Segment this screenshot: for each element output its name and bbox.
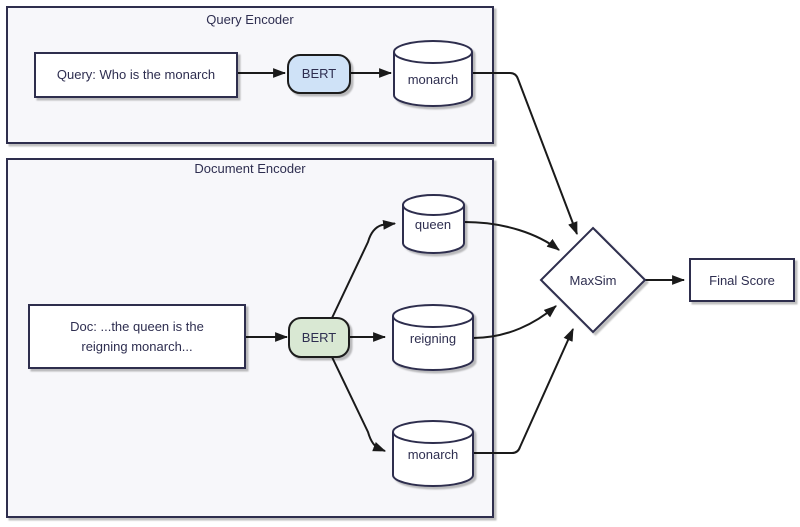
doc-queen-label: queen bbox=[415, 217, 451, 232]
query-encoder-title: Query Encoder bbox=[206, 12, 294, 27]
edge-query-monarch-to-maxsim bbox=[472, 72, 578, 236]
edge-queen-to-maxsim bbox=[463, 221, 560, 251]
doc-bert-node: BERT bbox=[288, 317, 350, 358]
edge-reigning-to-maxsim bbox=[472, 305, 557, 339]
doc-monarch-label: monarch bbox=[408, 447, 459, 462]
maxsim-label: MaxSim bbox=[570, 273, 617, 288]
final-score-node: Final Score bbox=[689, 258, 795, 302]
query-text-node: Query: Who is the monarch bbox=[34, 52, 238, 98]
maxsim-node: MaxSim bbox=[539, 226, 647, 334]
query-monarch-cylinder: monarch bbox=[393, 40, 473, 107]
doc-reigning-label: reigning bbox=[410, 331, 456, 346]
doc-text-node: Doc: ...the queen is the reigning monarc… bbox=[28, 304, 246, 369]
final-score-label: Final Score bbox=[709, 273, 775, 288]
doc-queen-cylinder: queen bbox=[402, 194, 465, 254]
doc-bert-label: BERT bbox=[302, 330, 336, 345]
connectors bbox=[237, 68, 686, 454]
doc-text-line2: reigning monarch... bbox=[81, 339, 192, 354]
query-bert-node: BERT bbox=[287, 54, 351, 94]
query-text-label: Query: Who is the monarch bbox=[57, 67, 215, 82]
query-bert-label: BERT bbox=[302, 66, 336, 81]
document-encoder-title: Document Encoder bbox=[194, 161, 306, 176]
edge-bert-to-queen bbox=[331, 220, 397, 319]
edge-bert-to-doc-monarch bbox=[331, 356, 387, 452]
doc-reigning-cylinder: reigning bbox=[392, 304, 474, 371]
doc-monarch-cylinder: monarch bbox=[392, 420, 474, 487]
doc-text-line1: Doc: ...the queen is the bbox=[70, 319, 204, 334]
edge-doc-monarch-to-maxsim bbox=[473, 328, 574, 454]
query-monarch-label: monarch bbox=[408, 72, 459, 87]
